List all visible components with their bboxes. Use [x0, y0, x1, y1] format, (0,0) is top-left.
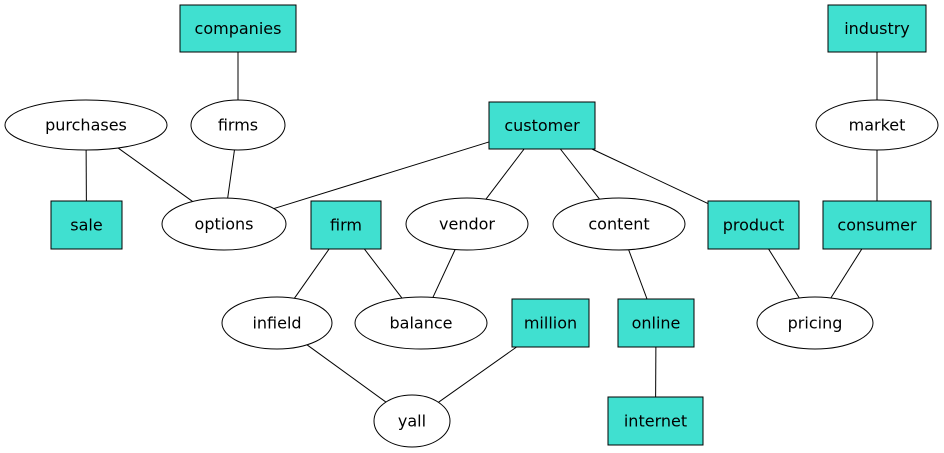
edge-customer-vendor — [485, 148, 525, 200]
node-vendor: vendor — [405, 197, 529, 251]
node-companies: companies — [179, 4, 297, 53]
node-million-shape — [511, 298, 590, 348]
node-pricing-label: pricing — [788, 314, 843, 333]
edge-purchases-options — [117, 147, 194, 202]
node-market: market — [815, 99, 939, 151]
node-vendor-shape — [405, 197, 529, 251]
node-content-shape — [552, 197, 686, 251]
node-balance: balance — [354, 296, 488, 350]
node-purchases: purchases — [4, 99, 168, 151]
node-companies-shape — [179, 4, 297, 53]
node-customer: customer — [488, 101, 596, 150]
node-customer-shape — [488, 101, 596, 150]
node-firm-shape — [310, 200, 382, 250]
edge-firm-infield — [293, 248, 330, 299]
node-internet-label: internet — [624, 412, 687, 431]
node-balance-shape — [354, 296, 488, 350]
node-options-shape — [161, 197, 287, 251]
node-yall-label: yall — [398, 412, 426, 431]
node-customer-label: customer — [504, 116, 580, 135]
node-pricing-shape — [756, 296, 874, 350]
node-content-label: content — [588, 215, 649, 234]
node-content: content — [552, 197, 686, 251]
node-industry-shape — [827, 4, 927, 53]
node-infield-shape — [221, 296, 333, 350]
node-sale-label: sale — [70, 216, 102, 235]
node-industry: industry — [827, 4, 927, 53]
node-internet-shape — [607, 396, 704, 446]
node-sale-shape — [50, 200, 123, 250]
edge-firms-options — [227, 149, 235, 199]
node-options-label: options — [195, 215, 254, 234]
edge-vendor-balance — [432, 249, 456, 298]
node-market-label: market — [849, 116, 906, 135]
node-purchases-label: purchases — [45, 116, 127, 135]
edge-customer-content — [559, 148, 600, 200]
node-industry-label: industry — [844, 19, 910, 38]
node-firms-label: firms — [218, 116, 258, 135]
edges-layer — [85, 52, 878, 403]
node-product: product — [707, 200, 800, 250]
node-firms: firms — [190, 99, 286, 151]
edge-product-pricing — [768, 248, 800, 299]
node-sale: sale — [50, 200, 123, 250]
edge-infield-yall — [306, 344, 387, 403]
node-infield: infield — [221, 296, 333, 350]
edge-consumer-pricing — [830, 248, 863, 299]
node-infield-label: infield — [252, 314, 301, 333]
node-yall-shape — [373, 394, 451, 448]
edge-content-online — [628, 249, 648, 300]
node-product-label: product — [723, 216, 785, 235]
node-consumer: consumer — [822, 200, 932, 250]
node-pricing: pricing — [756, 296, 874, 350]
node-consumer-shape — [822, 200, 932, 250]
node-firms-shape — [190, 99, 286, 151]
edge-million-yall — [438, 346, 517, 403]
node-balance-label: balance — [390, 314, 453, 333]
node-million-label: million — [524, 314, 577, 333]
node-firm-label: firm — [330, 216, 362, 235]
node-million: million — [511, 298, 590, 348]
node-purchases-shape — [4, 99, 168, 151]
edge-customer-product — [591, 148, 709, 205]
node-firm: firm — [310, 200, 382, 250]
node-options: options — [161, 197, 287, 251]
node-yall: yall — [373, 394, 451, 448]
node-online: online — [617, 298, 695, 348]
nodes-layer: companies industry purchases firms custo… — [4, 4, 939, 448]
node-online-label: online — [632, 314, 681, 333]
edge-customer-options — [273, 141, 490, 210]
edge-firm-balance — [363, 248, 403, 299]
node-market-shape — [815, 99, 939, 151]
node-product-shape — [707, 200, 800, 250]
node-companies-label: companies — [195, 19, 282, 38]
node-online-shape — [617, 298, 695, 348]
node-consumer-label: consumer — [837, 216, 917, 235]
node-vendor-label: vendor — [439, 215, 495, 234]
node-internet: internet — [607, 396, 704, 446]
